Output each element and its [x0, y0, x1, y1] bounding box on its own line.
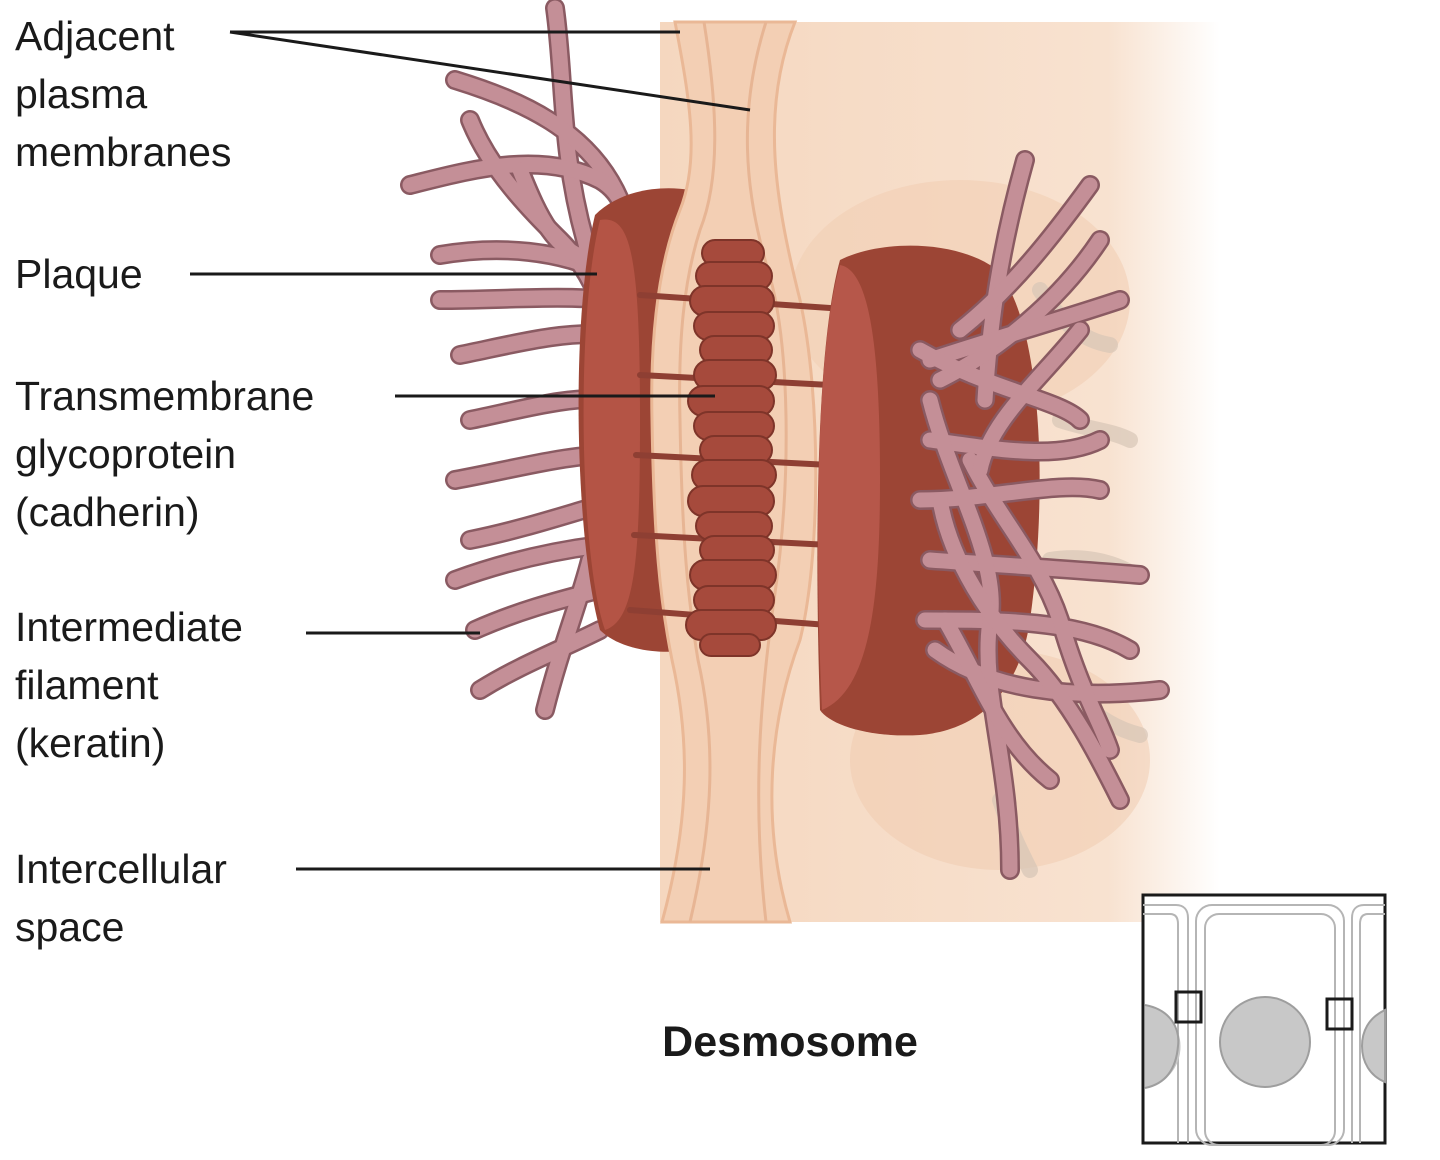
label-adjacent-plasma-membranes: Adjacent plasma membranes — [15, 7, 231, 181]
label-plaque: Plaque — [15, 245, 143, 303]
cadherin-stack — [685, 239, 777, 657]
label-line: (cadherin) — [15, 489, 200, 535]
label-line: filament — [15, 662, 159, 708]
label-line: Transmembrane — [15, 373, 315, 419]
right-filaments — [910, 150, 1170, 880]
label-line: Intercellular — [15, 846, 227, 892]
leader-lines — [190, 30, 751, 871]
inset-nucleus-right — [1360, 1008, 1386, 1084]
label-line: glycoprotein — [15, 431, 237, 477]
label-line: Intermediate — [15, 604, 243, 650]
label-line: Adjacent — [15, 13, 175, 59]
leader-membranes-2 — [229, 30, 751, 112]
label-line: membranes — [15, 129, 232, 175]
label-line: Plaque — [15, 251, 143, 297]
label-line: (keratin) — [15, 720, 166, 766]
inset-marker-right — [1325, 997, 1354, 1031]
label-transmembrane-glycoprotein: Transmembrane glycoprotein (cadherin) — [15, 367, 314, 541]
label-intermediate-filament: Intermediate filament (keratin) — [15, 598, 243, 772]
label-line: plasma — [15, 71, 148, 117]
label-intercellular-space: Intercellular space — [15, 840, 227, 956]
inset-nucleus-center — [1219, 996, 1311, 1088]
inset-marker-left — [1174, 990, 1203, 1024]
inset-cell-diagram — [1141, 893, 1387, 1146]
label-line: space — [15, 904, 125, 950]
diagram-title: Desmosome — [662, 1018, 918, 1066]
